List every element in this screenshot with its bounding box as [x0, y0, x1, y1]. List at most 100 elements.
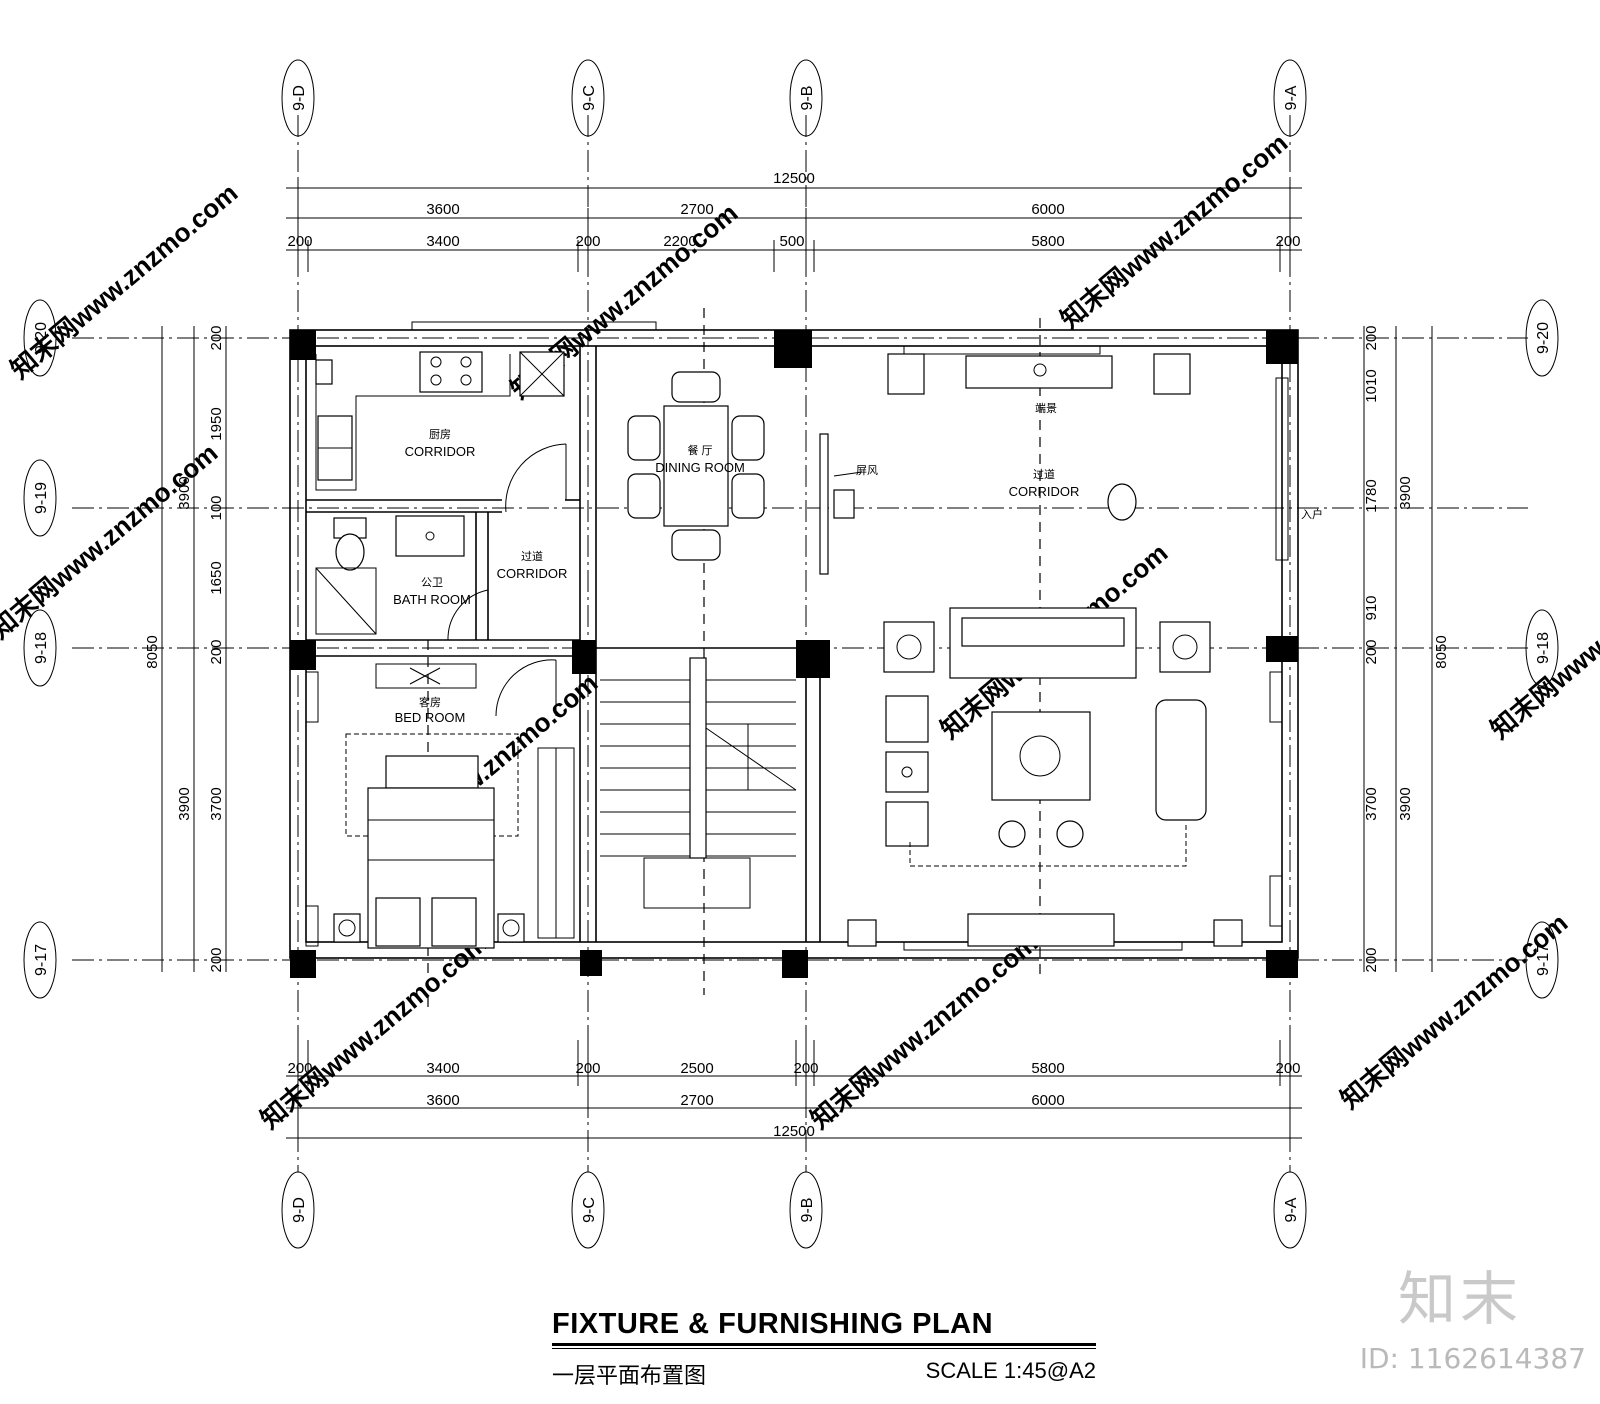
dining-label-en: DINING ROOM	[655, 460, 745, 475]
column-label: 9-A	[1283, 85, 1300, 110]
dim-top-detail: 2200	[663, 233, 696, 250]
kitchen-label-cn: 厨房	[429, 428, 451, 441]
kitchen-label-en: CORRIDOR	[405, 444, 476, 459]
dimensions-left: 8050 3900 3900 200 1950 100 1650 200 370…	[144, 325, 227, 973]
dim-right-detail: 1010	[1363, 369, 1380, 402]
corridor-small-label-en: CORRIDOR	[497, 566, 568, 581]
dim-top-detail: 200	[575, 233, 600, 250]
column-label: 9-C	[581, 1197, 598, 1223]
column-bubble: 9-A	[1273, 1171, 1307, 1249]
title-underline	[552, 1348, 1096, 1349]
brand-logo: 知末	[1397, 1265, 1522, 1333]
dining-label-cn: 餐 厅	[687, 443, 712, 457]
watermark-layer: 知末网www.znzmo.com 知末网www.znzmo.com 知末网www…	[0, 127, 1600, 1134]
bed-label-en: BED ROOM	[395, 710, 466, 725]
dim-right-detail: 3700	[1363, 787, 1380, 820]
dim-bottom-detail: 2500	[680, 1060, 713, 1077]
row-bubble: 9-20	[1525, 299, 1559, 377]
row-bubble: 9-19	[23, 459, 57, 537]
dim-left-total: 8050	[144, 635, 161, 668]
dim-right-detail: 200	[1363, 947, 1380, 972]
bath-label-en: BATH ROOM	[393, 592, 471, 607]
dim-top-detail: 3400	[426, 233, 459, 250]
living-area: 端景 过道 CORRIDOR 入户	[305, 353, 1323, 947]
dim-top-detail: 5800	[1031, 233, 1064, 250]
dim-bottom-detail: 3400	[426, 1060, 459, 1077]
watermark-text: 知末网www.znzmo.com	[1055, 127, 1294, 334]
dim-top-detail: 500	[779, 233, 804, 250]
dim-left-detail: 3700	[208, 787, 225, 820]
grid-bubbles: 9-D 9-C 9-B 9-A 9-D 9-C 9-B 9-A	[23, 59, 1559, 1249]
dim-right-detail: 200	[1363, 639, 1380, 664]
dim-right-mid: 3900	[1397, 476, 1414, 509]
dim-top-total: 12500	[773, 170, 815, 187]
dim-right-mid: 3900	[1397, 787, 1414, 820]
column-bubble: 9-B	[789, 59, 823, 137]
dim-bottom-detail: 5800	[1031, 1060, 1064, 1077]
dim-bottom-mid: 3600	[426, 1092, 459, 1109]
dim-bottom-total: 12500	[773, 1123, 815, 1140]
dim-bottom-mid: 6000	[1031, 1092, 1064, 1109]
dim-bottom-detail: 200	[287, 1060, 312, 1077]
dim-left-mid: 3900	[176, 787, 193, 820]
dim-left-detail: 200	[208, 325, 225, 350]
dim-left-mid: 3900	[176, 476, 193, 509]
row-bubble: 9-18	[1525, 609, 1559, 687]
column-bubble: 9-A	[1273, 59, 1307, 137]
dim-right-detail: 1780	[1363, 479, 1380, 512]
dim-bottom-detail: 200	[793, 1060, 818, 1077]
dim-left-detail: 1650	[208, 561, 225, 594]
bath-label-cn: 公卫	[421, 577, 443, 589]
dining-room: 屏风 餐 厅 DINING ROOM	[627, 371, 878, 575]
dim-top-detail: 200	[1275, 233, 1300, 250]
column-label: 9-C	[581, 85, 598, 111]
dim-bottom-mid: 2700	[680, 1092, 713, 1109]
title-underline	[552, 1343, 1096, 1346]
column-label: 9-B	[799, 1198, 816, 1223]
row-bubble: 9-17	[1525, 921, 1559, 999]
column-bubble: 9-C	[571, 1171, 605, 1249]
dim-top-mid: 3600	[426, 201, 459, 218]
row-label: 9-17	[1535, 944, 1552, 976]
entry-label-cn: 入户	[1301, 507, 1323, 521]
row-label: 9-17	[33, 944, 50, 976]
dim-bottom-detail: 200	[575, 1060, 600, 1077]
dim-left-detail: 1950	[208, 407, 225, 440]
row-label: 9-20	[1535, 322, 1552, 354]
dim-right-detail: 200	[1363, 325, 1380, 350]
staircase	[600, 657, 797, 909]
column-bubble: 9-D	[281, 1171, 315, 1249]
structural-columns	[290, 330, 1298, 978]
dim-left-detail: 200	[208, 947, 225, 972]
dimensions-bottom: 200 3400 200 2500 200 5800 200 3600 2700…	[286, 1040, 1302, 1148]
column-label: 9-B	[799, 86, 816, 111]
corridor-main-label-en: CORRIDOR	[1009, 484, 1080, 499]
dim-top-mid: 2700	[680, 201, 713, 218]
plan-subtitle: 一层平面布置图	[552, 1363, 707, 1388]
row-bubble: 9-20	[23, 299, 57, 377]
column-bubble: 9-D	[281, 59, 315, 137]
dim-top-mid: 6000	[1031, 201, 1064, 218]
plan-title: FIXTURE & FURNISHING PLAN	[552, 1308, 994, 1340]
dim-bottom-detail: 200	[1275, 1060, 1300, 1077]
watermark-text: 知末网www.znzmo.com	[1335, 907, 1574, 1114]
dim-left-detail: 200	[208, 639, 225, 664]
dim-top-detail: 200	[287, 233, 312, 250]
image-id: ID: 1162614387	[1359, 1342, 1586, 1375]
dimensions-right: 200 1010 1780 910 200 3700 200 3900 3900…	[1363, 325, 1450, 972]
plan-scale: SCALE 1:45@A2	[925, 1358, 1096, 1383]
screen-label-cn: 屏风	[856, 464, 878, 477]
title-block: FIXTURE & FURNISHING PLAN 一层平面布置图 SCALE …	[552, 1308, 1096, 1388]
column-label: 9-D	[291, 85, 308, 111]
landscape-label-cn: 端景	[1035, 402, 1057, 415]
row-label: 9-18	[1535, 632, 1552, 664]
row-label: 9-19	[33, 482, 50, 514]
row-bubble: 9-18	[23, 609, 57, 687]
row-bubble: 9-17	[23, 921, 57, 999]
row-label: 9-20	[33, 322, 50, 354]
dimensions-top: 12500 3600 2700 6000 200 3400 200 2200 5…	[286, 170, 1302, 272]
corridor-small-label-cn: 过道	[521, 549, 543, 563]
kitchen: 厨房 CORRIDOR	[315, 351, 567, 513]
dim-right-detail: 910	[1363, 595, 1380, 620]
